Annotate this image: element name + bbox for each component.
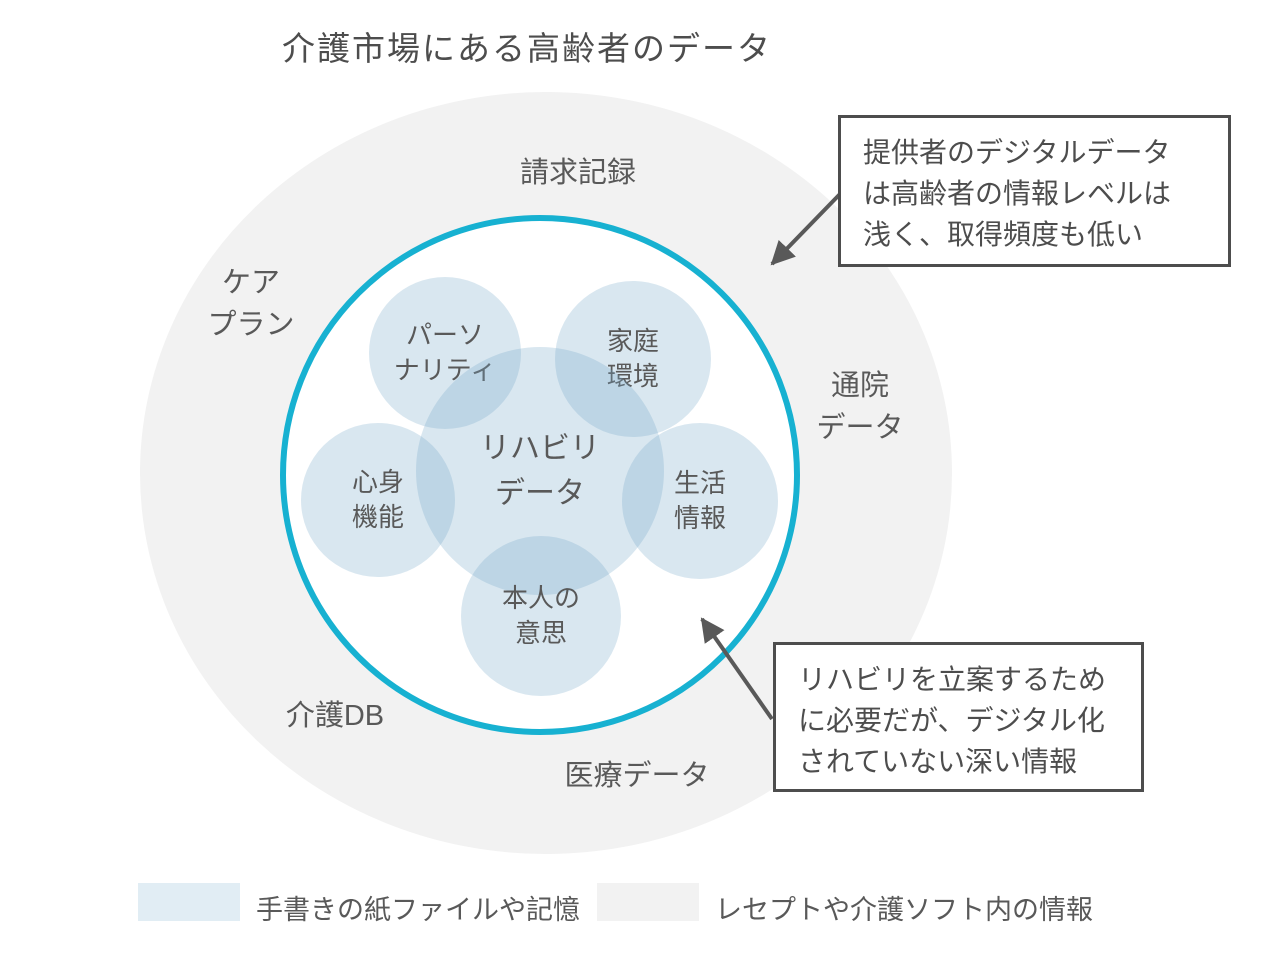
callout-digital-line3: 浅く、取得頻度も低い [863,219,1144,250]
label-medical-data: 医療データ [564,760,710,792]
bubble-family-environment: 家庭 環境 [555,281,711,437]
callout-digital-data: 提供者のデジタルデータ は高齢者の情報レベルは 浅く、取得頻度も低い [838,115,1231,267]
bubble-mindbody-line1: 心身 [351,466,404,497]
bubble-will-line1: 本人の [501,582,580,613]
callout-digital-line1: 提供者のデジタルデータ [863,137,1171,168]
label-billing-records: 請求記録 [519,157,636,189]
callout-deep-line1: リハビリを立案するため [798,664,1107,695]
bubble-personality: パーソ ナリティ [369,277,521,429]
bubble-rehab-line2: データ [495,477,585,510]
callout-deep-line2: に必要だが、デジタル化 [798,705,1105,736]
bubble-personality-line2: ナリティ [393,355,497,385]
callout-deep-information: リハビリを立案するため に必要だが、デジタル化 されていない深い情報 [773,642,1144,792]
label-hospital-line1: 通院 [830,370,889,402]
legend-label-software: レセプトや介護ソフト内の情報 [715,895,1093,925]
bubble-life-information: 生活 情報 [622,423,778,579]
legend-label-handwritten: 手書きの紙ファイルや記憶 [256,895,580,925]
bubble-personal-will: 本人の 意思 [461,536,621,696]
callout-digital-line2: は高齢者の情報レベルは [863,178,1172,209]
label-hospital-line2: データ [816,412,904,445]
bubble-family-line1: 家庭 [606,325,659,356]
bubble-life-line1: 生活 [673,467,726,498]
bubble-rehab-data: リハビリ データ [416,347,664,595]
label-care-db: 介護DB [285,700,385,732]
label-care-plan-line1: ケア [221,267,280,299]
bubble-life-line2: 情報 [673,503,726,533]
label-care-plan-line2: プラン [207,309,295,342]
bubble-will-line2: 意思 [514,618,567,648]
label-care-plan: ケア プラン [196,262,306,346]
bubble-personality-line1: パーソ [405,319,484,350]
page-title: 介護市場にある高齢者のデータ [282,30,772,67]
callout-deep-line3: されていない深い情報 [798,746,1078,777]
label-hospital-visit-data: 通院 データ [795,365,925,449]
bubble-family-line2: 環境 [606,361,659,391]
bubble-mind-body-function: 心身 機能 [301,423,455,577]
legend-swatch-handwritten [138,883,240,921]
bubble-mindbody-line2: 機能 [351,502,404,532]
bubble-rehab-line1: リハビリ [480,432,600,465]
legend-swatch-software [597,883,699,921]
